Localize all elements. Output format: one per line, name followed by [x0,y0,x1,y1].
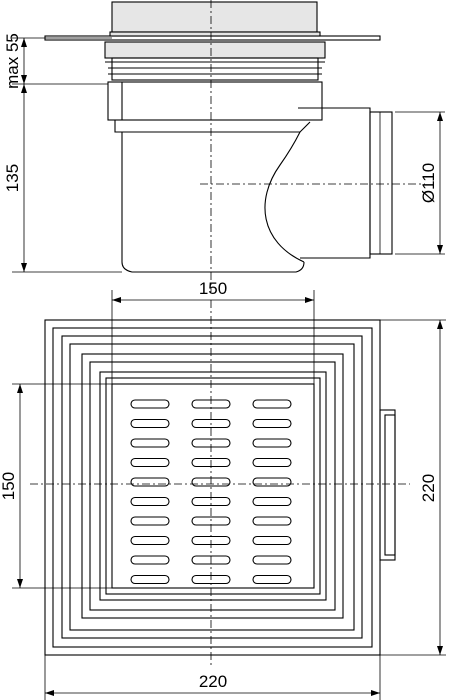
grate-slot [252,457,292,468]
housing-step [114,120,311,133]
collar-top [111,1,318,33]
grate-slot [130,496,170,507]
outlet-stub [379,409,396,561]
grate-slot [252,516,292,526]
drain-body [121,132,305,273]
side-dimensions: max 55 135 Ø110 [3,33,445,273]
body-curve [264,131,305,263]
grate-slot [130,535,170,546]
grate-slot [252,477,292,487]
grate-slot [130,574,170,585]
dim-outlet-diameter: Ø110 [419,163,438,203]
grate-slot [130,555,170,565]
top-view [30,300,410,665]
grate-slot [130,477,170,487]
grate-slots [130,399,292,585]
grate-frame [99,371,327,601]
upper-housing [107,81,323,121]
grate-slot [252,555,292,565]
dim-outer-height: 220 [419,474,438,502]
side-view [44,0,425,292]
grate-slot [252,496,292,507]
thread-ring [104,41,326,59]
grate-slot [130,516,170,526]
flange-ring [109,31,321,37]
outlet-end [369,111,393,255]
outer-frame [44,319,381,656]
grate-slot [130,457,170,468]
dim-grate-width: 150 [199,279,227,298]
grate-slot [252,535,292,546]
dim-outer-width: 220 [199,672,227,691]
grate-slot [130,418,170,429]
grate-slot [130,399,170,409]
grate-slot [130,438,170,448]
outlet-pipe [298,107,371,259]
grate-slot [252,418,292,429]
grate-slot [252,399,292,409]
grate-slot [252,574,292,585]
ring-band [111,57,319,81]
dim-grate-height: 150 [0,472,18,500]
dim-body-height: 135 [3,164,22,192]
top-dimensions: 150 150 220 220 [0,279,446,700]
grate-slot [252,438,292,448]
grate-plate [111,383,315,589]
dim-top-height: max 55 [3,33,22,89]
frame-tier-2 [81,353,344,619]
frame-tier-1 [61,335,363,639]
